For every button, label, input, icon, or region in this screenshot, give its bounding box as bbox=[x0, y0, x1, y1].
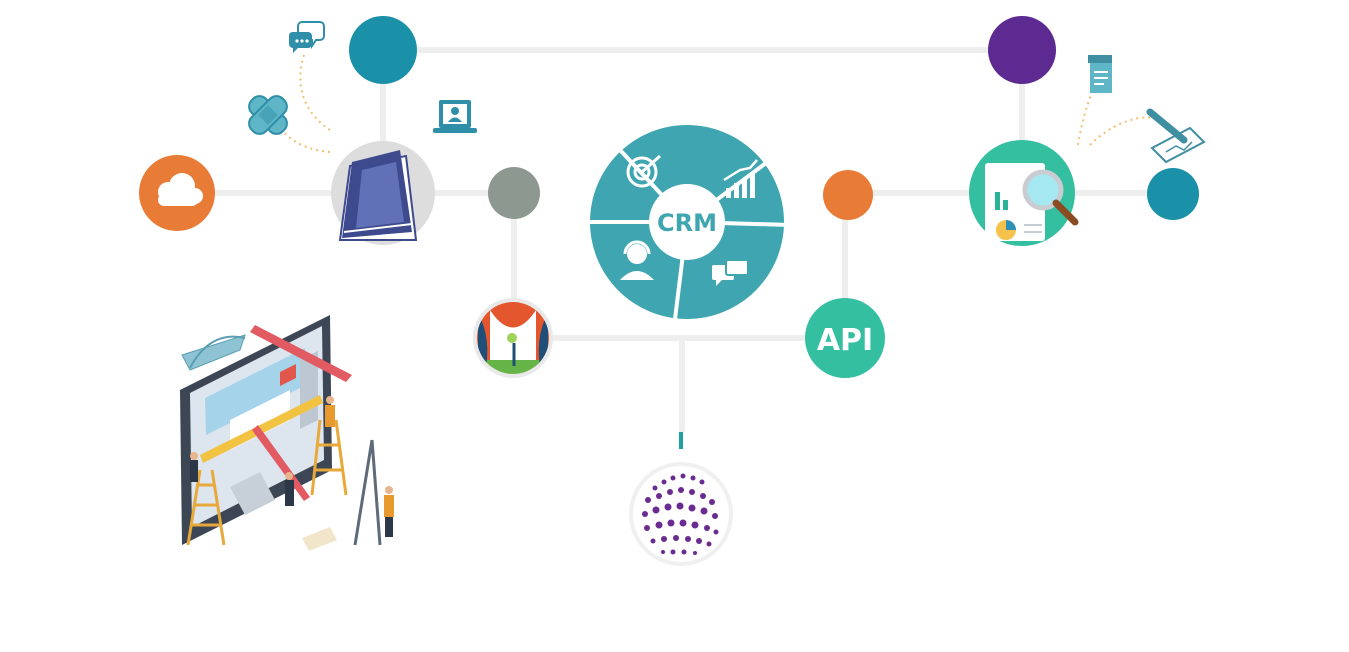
document-stack-icon bbox=[1088, 55, 1112, 93]
stage-node[interactable] bbox=[473, 298, 553, 378]
bandage-icon bbox=[248, 95, 288, 135]
api-label: API bbox=[817, 323, 873, 358]
top-purple-node[interactable] bbox=[988, 16, 1056, 84]
dotted-globe-icon bbox=[642, 473, 719, 555]
messages-icon bbox=[712, 259, 749, 286]
globe-connector-tick bbox=[679, 432, 683, 449]
right-teal-node[interactable] bbox=[1147, 168, 1199, 220]
cloud-node[interactable] bbox=[139, 155, 215, 231]
laptop-user-icon bbox=[433, 100, 477, 133]
chat-bubbles-icon bbox=[288, 21, 325, 53]
orange-node[interactable] bbox=[823, 170, 873, 220]
cloud-icon bbox=[158, 173, 203, 206]
top-teal-node[interactable] bbox=[349, 16, 417, 84]
target-icon bbox=[626, 154, 661, 188]
isometric-web-design-illustration bbox=[180, 315, 394, 551]
growth-chart-icon bbox=[723, 159, 758, 198]
stage-microphone-icon bbox=[477, 302, 549, 374]
analytics-node[interactable] bbox=[969, 140, 1079, 246]
headset-agent-icon bbox=[620, 240, 654, 280]
pen-signature-icon bbox=[1146, 108, 1206, 164]
globe-node[interactable] bbox=[629, 462, 733, 566]
analytics-magnifier-icon bbox=[985, 163, 1079, 241]
dashed-curves bbox=[281, 51, 1156, 153]
api-node[interactable]: API bbox=[805, 298, 885, 378]
crm-label: CRM bbox=[657, 209, 717, 237]
book-stack-icon bbox=[338, 150, 418, 241]
gray-node[interactable] bbox=[488, 167, 540, 219]
crm-hub[interactable]: CRM bbox=[590, 125, 791, 320]
book-node[interactable] bbox=[331, 141, 435, 245]
